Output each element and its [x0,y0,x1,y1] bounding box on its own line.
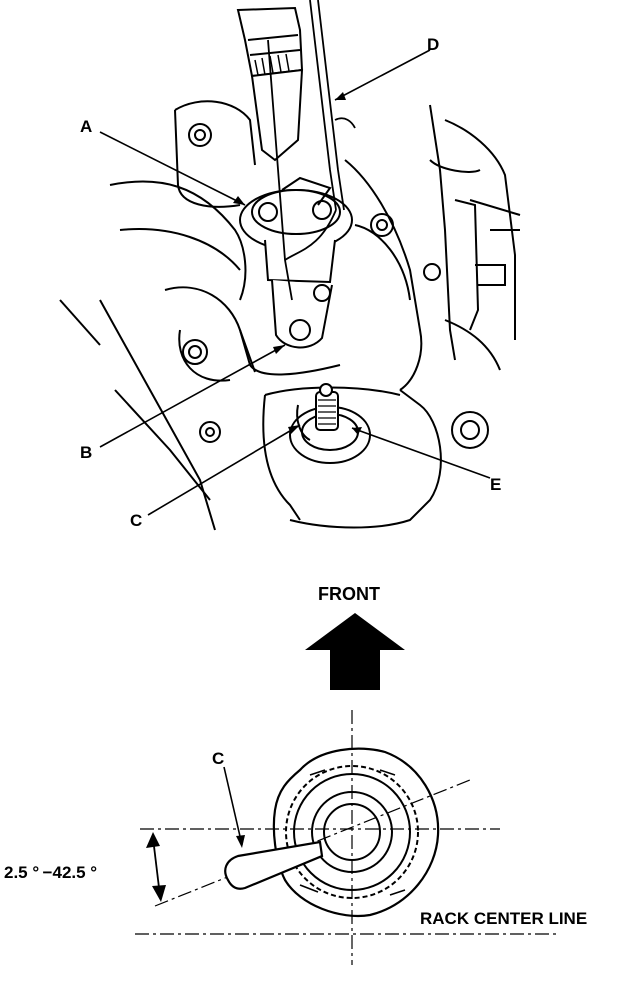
angle-range-label: 2.5 ° −42.5 ° [4,863,97,882]
top-leader-arrowheads [233,92,362,435]
lever-c [224,840,324,890]
callout-c-top: C [130,511,142,530]
callout-c-bottom: C [212,749,224,768]
callout-e: E [490,475,501,494]
gear-detail: C 2.5 ° −42.5 ° RACK CENTER LINE [4,710,587,965]
callout-a: A [80,117,92,136]
engine-bay-illustration [59,100,521,531]
callout-d: D [427,35,439,54]
rack-center-line-label: RACK CENTER LINE [420,909,587,928]
angle-arrowhead-top [146,832,160,848]
front-label: FRONT [318,584,380,604]
pinion-assembly [289,383,371,464]
top-leader-lines [99,49,491,516]
arrow-up-icon [305,613,405,690]
angle-arrowhead-bottom [152,885,166,902]
clip-d [267,0,356,301]
callout-b: B [80,443,92,462]
gear-housing [272,747,440,917]
steering-shaft [236,6,353,349]
